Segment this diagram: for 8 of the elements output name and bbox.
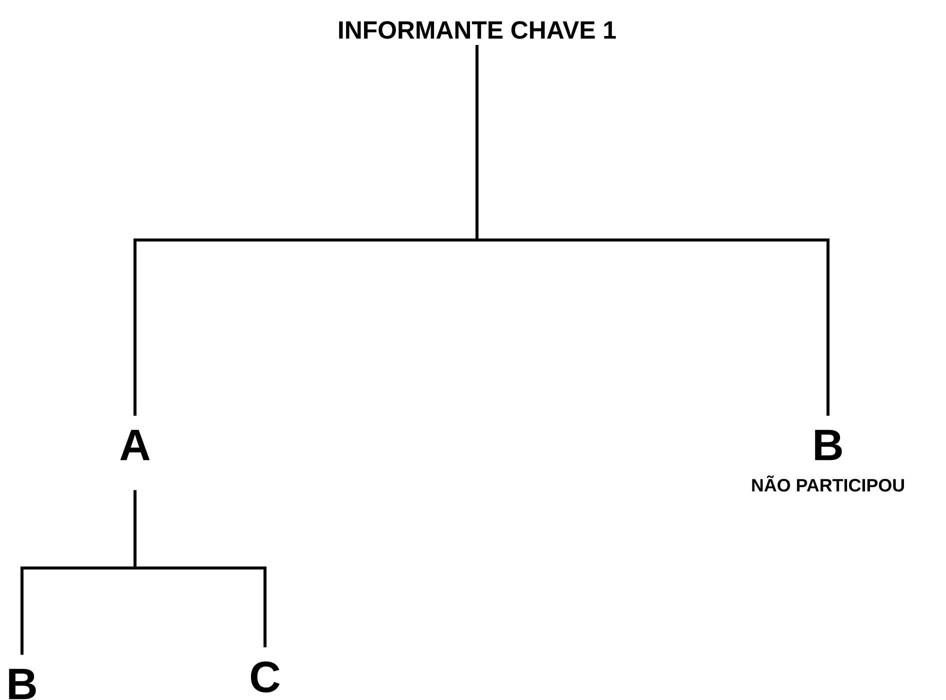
node-label: A xyxy=(120,430,150,460)
node-caption: NÃO PARTICIPOU xyxy=(752,475,904,492)
node-label: B xyxy=(9,668,36,700)
node-label: C xyxy=(250,661,280,692)
connector-line xyxy=(476,45,830,416)
node-label: INFORMANTE CHAVE 1 xyxy=(339,21,616,39)
node-label: B xyxy=(815,430,842,460)
connector-line xyxy=(134,490,266,648)
